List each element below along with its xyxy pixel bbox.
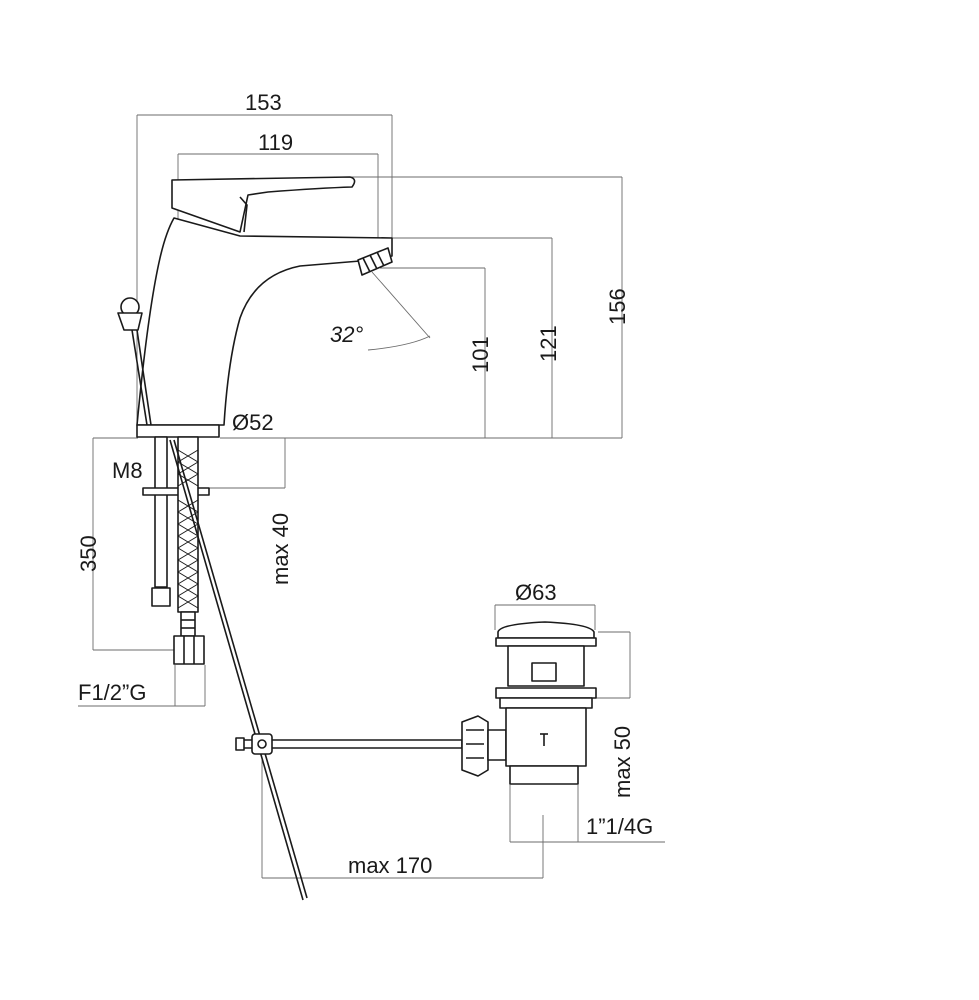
hose-nut <box>173 635 205 665</box>
faucet-lever <box>171 176 356 233</box>
dim-119: 119 <box>258 130 293 155</box>
dim-max-170: max 170 <box>348 853 432 878</box>
dim-angle: 32° <box>330 322 363 347</box>
dim-diameter-52: Ø52 <box>232 410 274 435</box>
faucet <box>117 176 393 438</box>
popup-waste <box>235 621 597 785</box>
waste-body <box>505 707 587 767</box>
dim-101: 101 <box>468 336 493 373</box>
dim-diameter-63: Ø63 <box>515 580 557 605</box>
dim-m8: M8 <box>112 458 143 483</box>
dim-1-1-4g: 1”1/4G <box>586 814 653 839</box>
dimension-labels: 153 119 156 121 101 32° Ø52 M8 350 max 4… <box>76 90 653 878</box>
dim-156: 156 <box>605 288 630 325</box>
faucet-base <box>136 424 220 438</box>
faucet-body <box>136 217 393 426</box>
supply-fittings <box>142 436 308 901</box>
dim-121: 121 <box>536 325 561 362</box>
dim-max-40: max 40 <box>268 513 293 585</box>
popup-knob <box>117 297 152 426</box>
faucet-aerator <box>357 247 393 276</box>
dim-max-50: max 50 <box>610 726 635 798</box>
pull-rod <box>169 439 304 901</box>
dim-350: 350 <box>76 535 101 572</box>
dim-f12g: F1/2”G <box>78 680 146 705</box>
dim-153: 153 <box>245 90 282 115</box>
waste-cap <box>497 621 595 639</box>
